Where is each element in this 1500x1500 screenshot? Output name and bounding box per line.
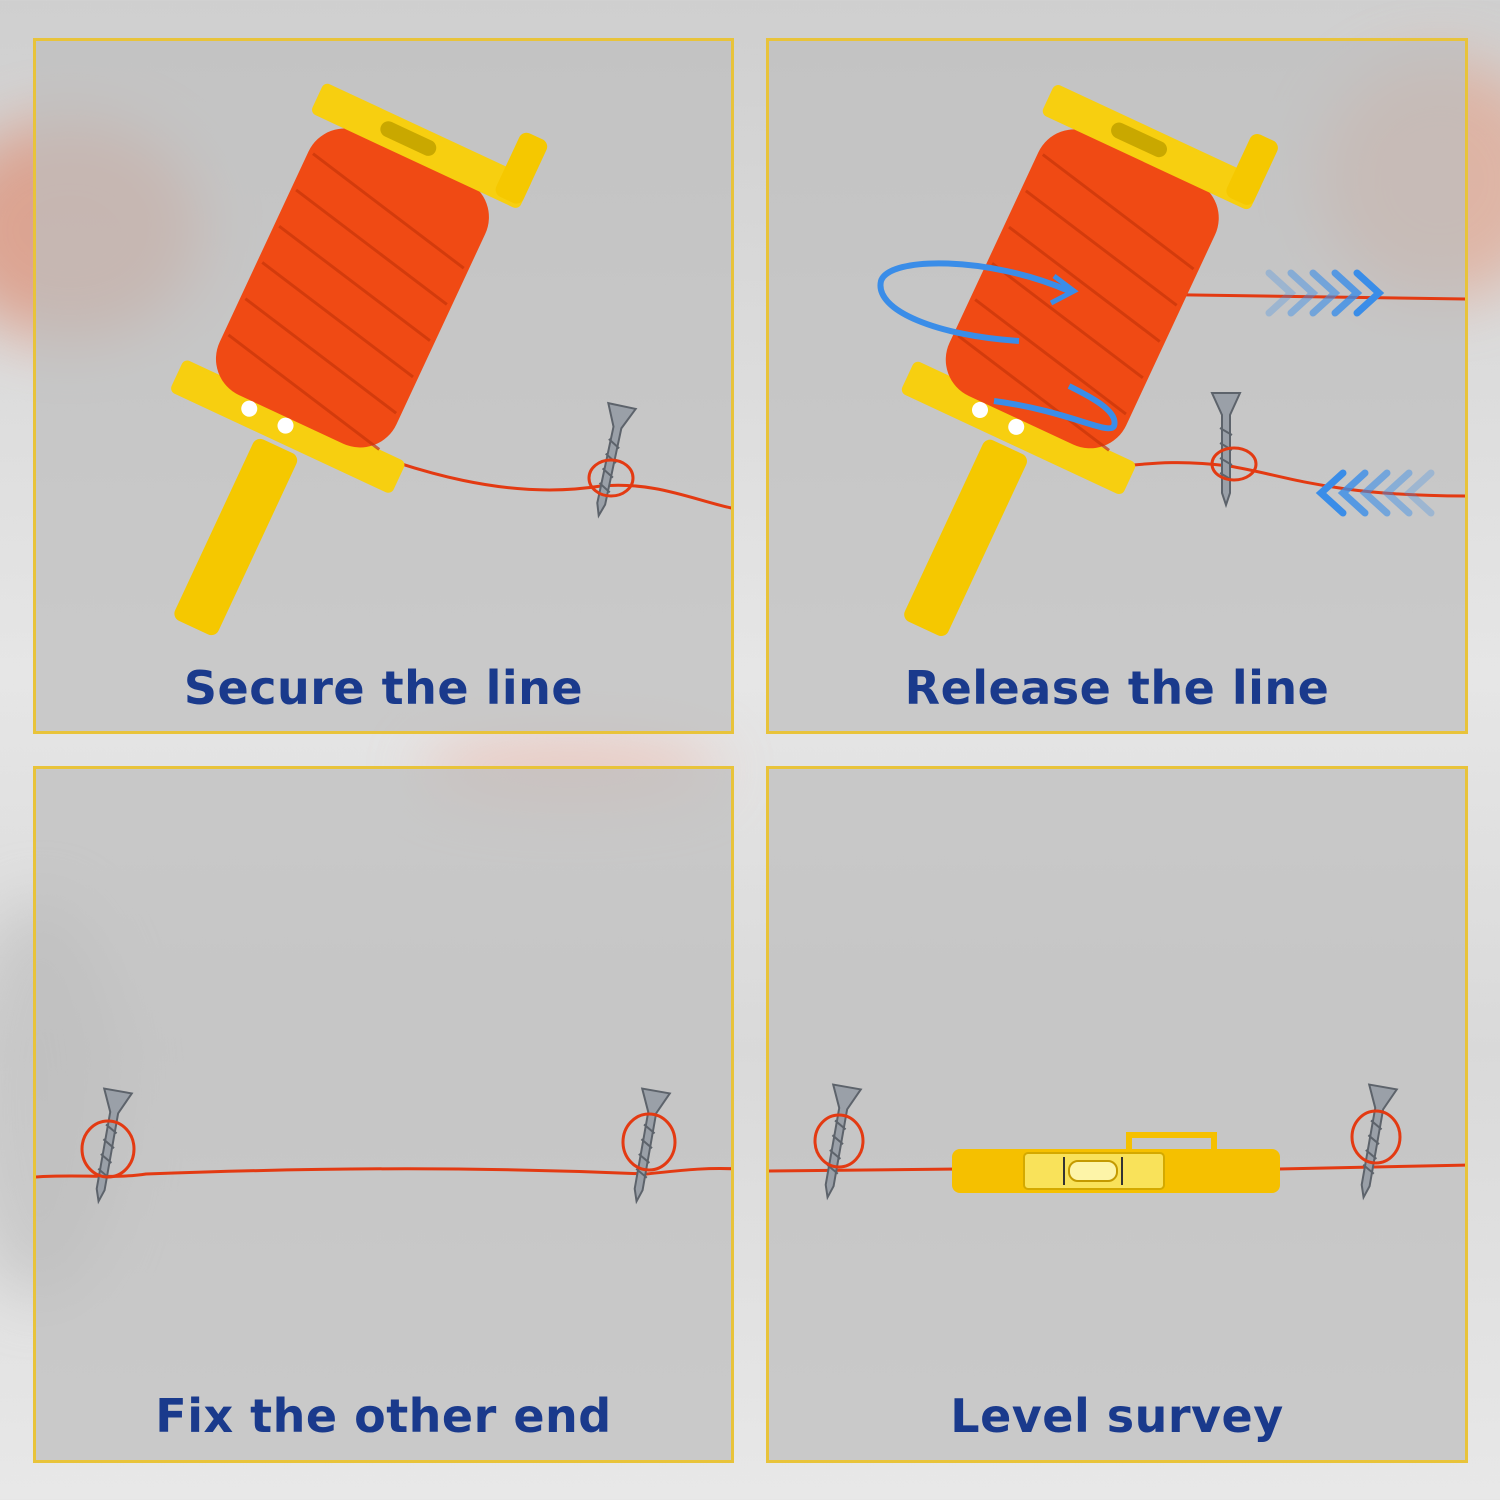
panel-caption: Level survey <box>950 1389 1284 1443</box>
spool-illustration <box>877 85 1465 636</box>
screw-icon <box>95 1087 134 1205</box>
string-reel-icon <box>901 85 1278 636</box>
level-illustration <box>769 1083 1465 1201</box>
panel-caption: Release the line <box>904 661 1330 715</box>
screw-icon <box>633 1087 672 1205</box>
line-illustration <box>36 1087 731 1205</box>
step-panel-release: Release the line <box>766 38 1468 734</box>
panel-caption: Fix the other end <box>155 1389 612 1443</box>
step-panel-level: Level survey <box>766 766 1468 1463</box>
step-panel-fix-end: Fix the other end <box>33 766 734 1463</box>
string-reel-icon <box>171 83 548 636</box>
step-panel-secure: Secure the line <box>33 38 734 734</box>
chevron-arrows-icon <box>1265 269 1385 317</box>
screw-icon <box>824 1083 863 1201</box>
chevron-arrows-icon <box>1315 469 1435 517</box>
line-level-icon <box>952 1132 1280 1193</box>
panel-caption: Secure the line <box>183 661 584 715</box>
screw-icon <box>1360 1083 1399 1201</box>
spool-illustration <box>171 83 731 636</box>
rotate-arrow-icon <box>877 260 1118 432</box>
